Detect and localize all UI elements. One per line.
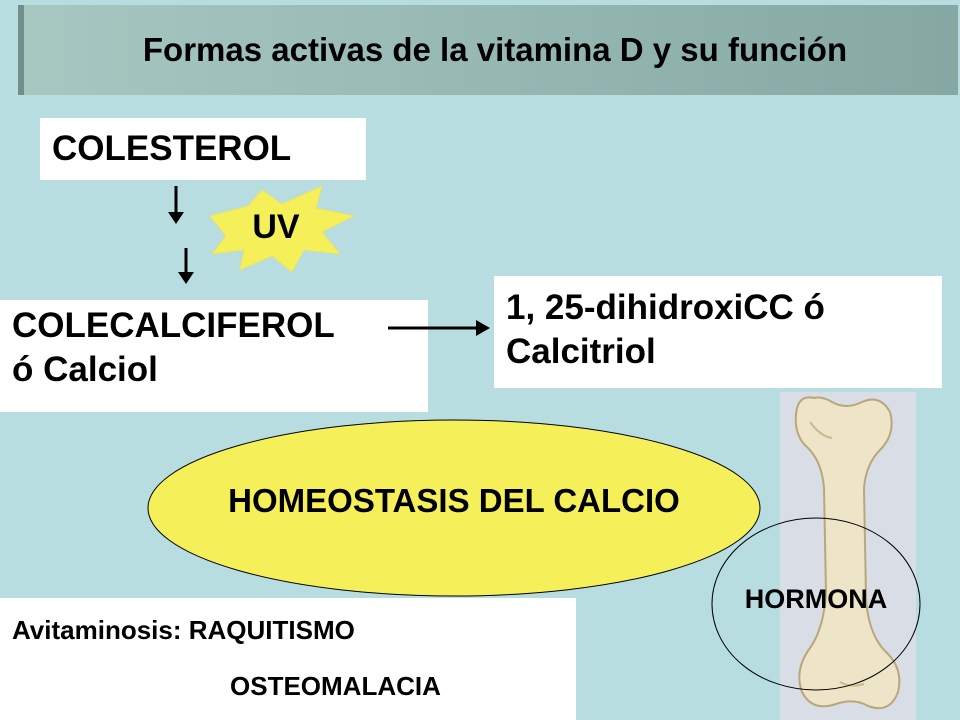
hormona-label: HORMONA bbox=[744, 584, 888, 614]
avitaminosis-line2: OSTEOMALACIA bbox=[230, 671, 441, 701]
colecalciferol-label-line2: ó Calciol bbox=[12, 350, 158, 389]
colesterol-label: COLESTEROL bbox=[52, 129, 292, 168]
avitaminosis-line1: Avitaminosis: RAQUITISMO bbox=[12, 615, 355, 645]
uv-burst bbox=[209, 185, 356, 273]
uv-label: UV bbox=[252, 208, 300, 246]
down-arrow-1 bbox=[168, 186, 184, 224]
colesterol-box: COLESTEROL bbox=[40, 118, 366, 180]
right-arrow bbox=[388, 320, 490, 336]
slide-title: Formas activas de la vitamina D y su fun… bbox=[142, 31, 848, 68]
down-arrow-2 bbox=[178, 248, 194, 284]
colecalciferol-box: COLECALCIFEROL ó Calciol bbox=[0, 300, 428, 412]
title-bar: Formas activas de la vitamina D y su fun… bbox=[18, 5, 958, 95]
hormona-circle bbox=[711, 517, 921, 691]
homeostasis-label: HOMEOSTASIS DEL CALCIO bbox=[228, 482, 680, 519]
calcitriol-box: 1, 25-dihidroxiCC ó Calcitriol bbox=[494, 276, 942, 388]
colecalciferol-label-line1: COLECALCIFEROL bbox=[12, 306, 335, 345]
calcitriol-label-line2: Calcitriol bbox=[506, 332, 656, 371]
calcitriol-label-line1: 1, 25-dihidroxiCC ó bbox=[506, 288, 825, 327]
bone-panel bbox=[780, 392, 916, 720]
homeostasis-ellipse bbox=[147, 419, 761, 597]
avitaminosis-box: Avitaminosis: RAQUITISMO OSTEOMALACIA bbox=[0, 598, 576, 720]
